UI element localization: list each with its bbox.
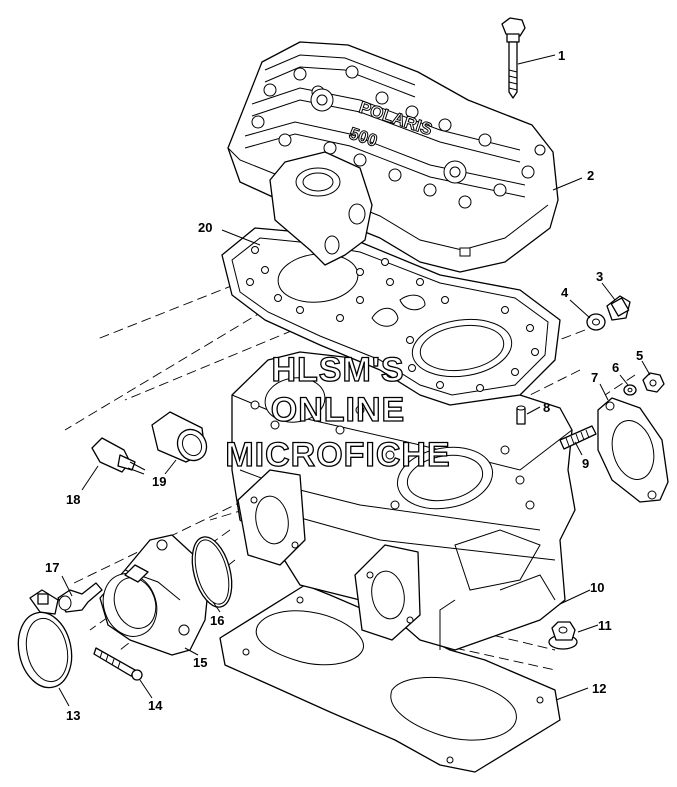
callout-6: 6: [612, 360, 619, 375]
watermark: HLSM'S ONLINE MICROFICHE: [225, 350, 451, 474]
fitting-bolt: [606, 295, 631, 321]
watermark-line-3: MICROFICHE: [225, 436, 450, 474]
sealing-washer: [586, 313, 606, 331]
callout-12: 12: [592, 681, 606, 696]
hose-clamp: [17, 589, 73, 689]
cylinder-block: [231, 351, 576, 651]
dowel-pin: [516, 405, 526, 425]
callout-9: 9: [582, 456, 589, 471]
hex-nut: [642, 372, 665, 393]
clamp-bolt: [57, 582, 103, 613]
head-bolt: [501, 17, 526, 99]
o-ring: [191, 536, 233, 608]
thermostat-housing: [269, 151, 373, 266]
callout-labels: 1 2 3 4 5 6 7 8 9 10 11 12 13 14 15 16 1…: [45, 48, 643, 723]
watermark-line-1: HLSM'S: [271, 351, 404, 389]
callout-1: 1: [558, 48, 565, 63]
base-gasket: [219, 584, 561, 773]
thermostat: [151, 411, 208, 463]
callout-11: 11: [598, 618, 612, 633]
flat-washer: [623, 384, 637, 396]
callout-15: 15: [193, 655, 207, 670]
callout-18: 18: [66, 492, 80, 507]
callout-10: 10: [590, 580, 604, 595]
head-gasket: [221, 227, 561, 406]
callout-8: 8: [543, 400, 550, 415]
intake-adapter: [99, 534, 211, 656]
callout-2: 2: [587, 168, 594, 183]
callout-20: 20: [198, 220, 212, 235]
temperature-sensor: [91, 437, 146, 475]
callout-7: 7: [591, 370, 598, 385]
watermark-line-2: ONLINE: [271, 391, 405, 429]
exhaust-stud: [559, 425, 597, 450]
callout-5: 5: [636, 348, 643, 363]
mounting-screw: [93, 647, 143, 681]
callout-17: 17: [45, 560, 59, 575]
callout-13: 13: [66, 708, 80, 723]
callout-3: 3: [596, 269, 603, 284]
leader-lines: [58, 54, 651, 707]
exhaust-gasket: [597, 397, 669, 503]
callout-19: 19: [152, 474, 166, 489]
callout-4: 4: [561, 285, 569, 300]
flange-nut: [548, 621, 578, 650]
cylinder-head-cover: POLARIS 500: [227, 41, 559, 273]
callout-14: 14: [148, 698, 163, 713]
callout-16: 16: [210, 613, 224, 628]
